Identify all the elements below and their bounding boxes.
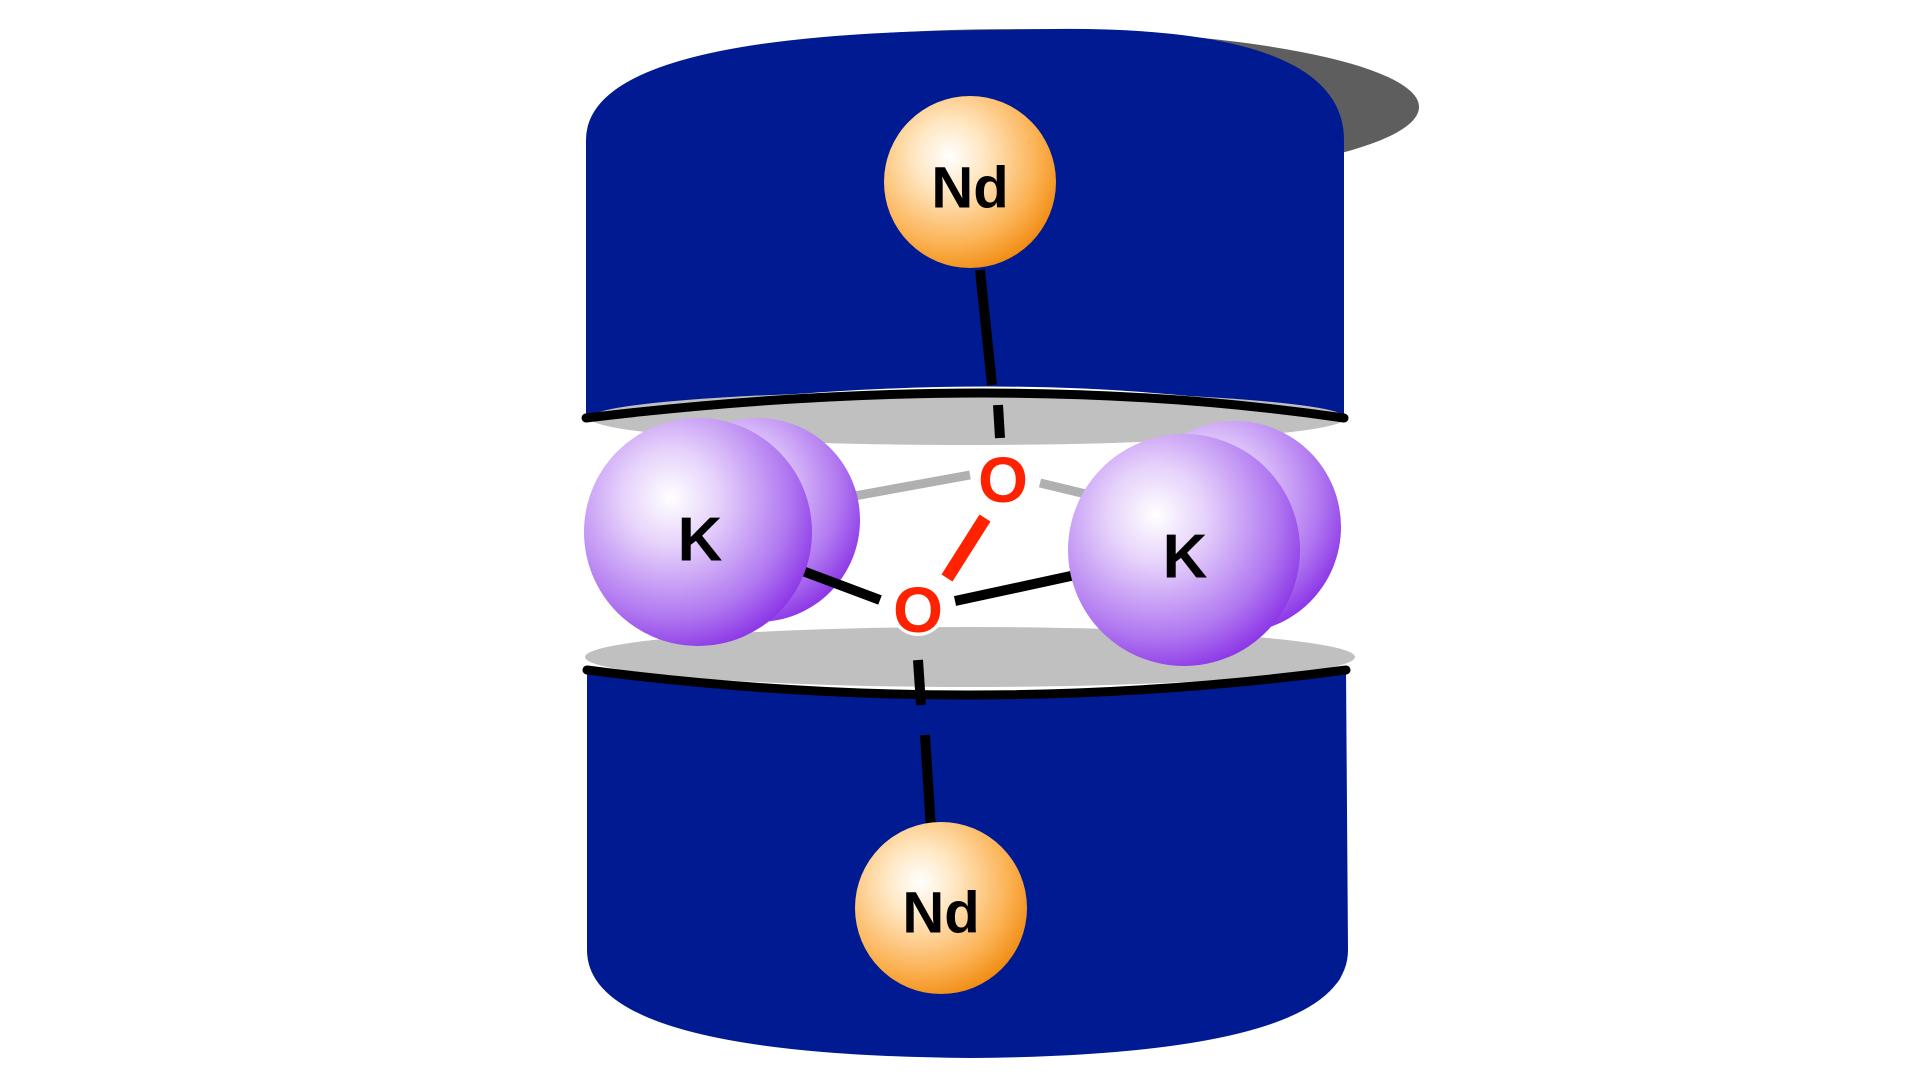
o-upper-atom: O [975,444,1031,516]
k-left-label: K [678,506,723,575]
top-cylinder-edge [581,388,1349,423]
nd-top-sphere [884,96,1056,268]
k-right-sphere [1068,434,1300,666]
bond-o-lower-nd-bottom [920,734,936,831]
k-right-atom: K [1068,434,1300,666]
back-bond-o-upper-k-right [1038,478,1092,500]
nd-bottom-sphere [855,822,1027,994]
nd-top-label: Nd [931,156,1008,221]
o-lower-background [890,580,946,636]
nd-top-atom: Nd [884,96,1056,268]
o-upper-label: O [978,444,1028,516]
peroxide-bond [941,514,991,582]
bond-nd-top-o-upper [975,269,997,386]
bond-nd-top-o-upper-cavity [993,404,1005,439]
bottom-cylinder-edge [582,665,1351,700]
o-upper-background [975,450,1031,506]
bond-k-left-o-lower [798,565,882,605]
k-left-sphere [584,418,812,646]
k-left-atom: K [584,418,812,646]
o-lower-atom: O [890,574,946,646]
o-lower-label: O [893,574,943,646]
nd-bottom-atom: Nd [855,822,1027,994]
bond-o-lower-k-right [953,569,1082,606]
nd-bottom-label: Nd [902,881,979,946]
k-right-label: K [1163,523,1208,592]
bond-o-lower-nd-bottom-cavity [913,659,926,706]
